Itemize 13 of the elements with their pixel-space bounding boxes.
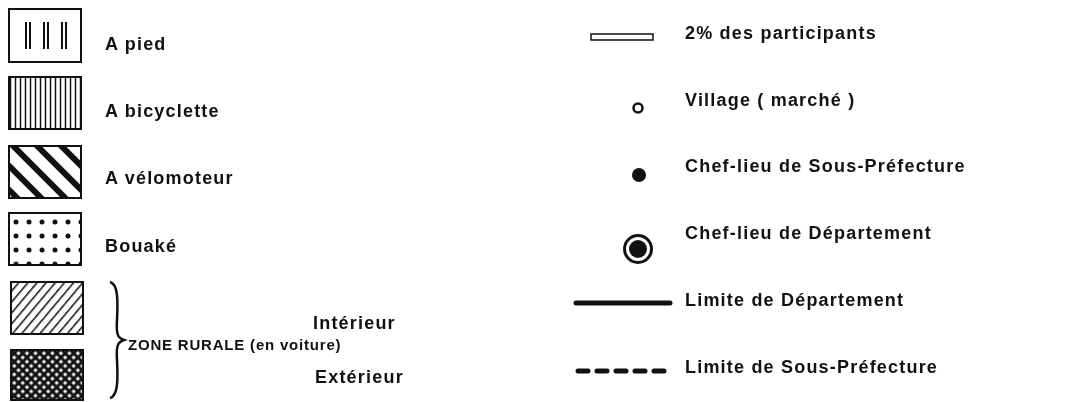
group-label: ZONE RURALE (en voiture) xyxy=(128,335,342,355)
legend-label: A bicyclette xyxy=(105,100,220,122)
legend-label: Village ( marché ) xyxy=(685,89,856,111)
legend-label: Chef-lieu de Sous-Préfecture xyxy=(685,155,966,177)
legend-label: 2% des participants xyxy=(685,22,877,44)
legend-label: Limite de Département xyxy=(685,289,905,311)
legend-label: Chef-lieu de Département xyxy=(685,222,932,244)
legend-label: A vélomoteur xyxy=(105,167,234,189)
legend-label: A pied xyxy=(105,33,167,55)
legend-label: Limite de Sous-Préfecture xyxy=(685,356,939,378)
legend-label: Bouaké xyxy=(105,235,178,257)
legend-label: Extérieur xyxy=(315,366,404,388)
legend-label: Intérieur xyxy=(313,312,396,334)
